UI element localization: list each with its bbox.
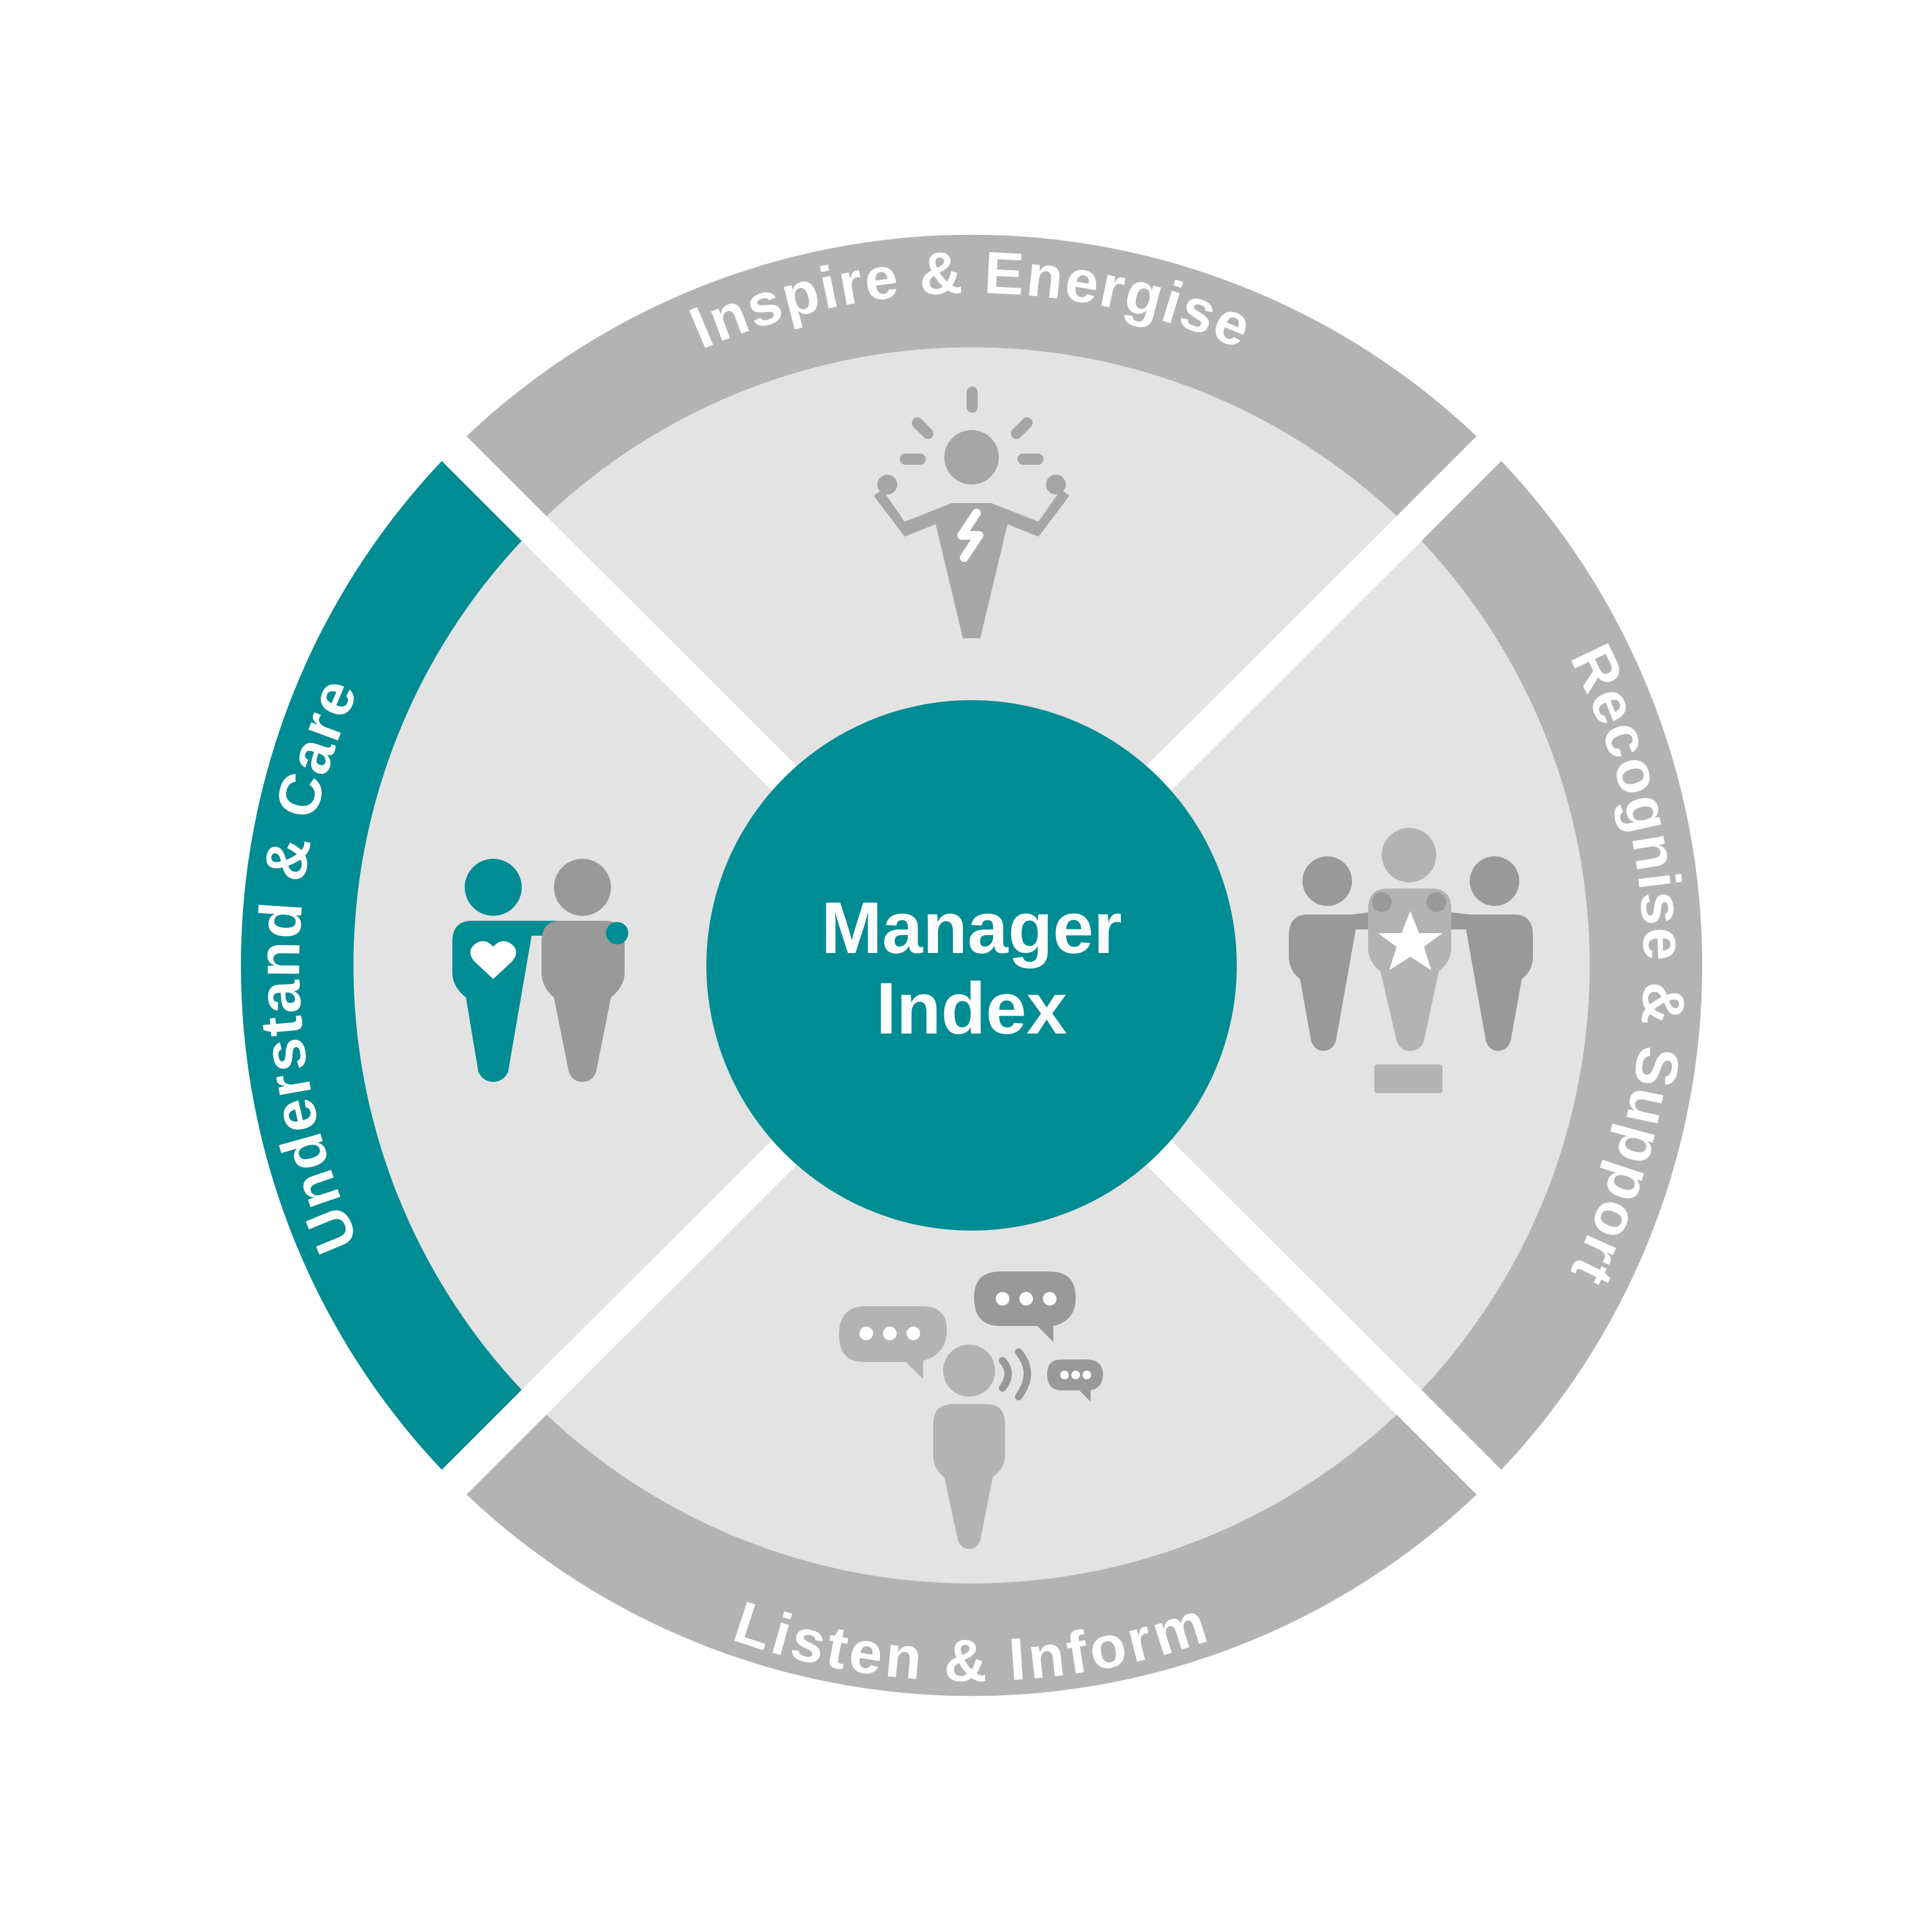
center-label-line1: Manager	[821, 887, 1122, 969]
team-trophy-star-icon	[1289, 828, 1533, 1093]
outer-ring	[240, 234, 1703, 1697]
segment-bottom-ring[interactable]	[467, 1415, 1477, 1697]
person-speech-bubbles-icon	[839, 1271, 1103, 1549]
center-circle[interactable]	[706, 700, 1237, 1231]
segment-top-ring[interactable]	[467, 234, 1477, 516]
energised-person-icon	[874, 387, 1069, 638]
segment-right-ring[interactable]	[1421, 461, 1703, 1470]
segment-left-ring[interactable]	[240, 461, 522, 1470]
caring-pair-heart-icon	[452, 859, 628, 1082]
center-label-line2: Index	[876, 968, 1067, 1050]
